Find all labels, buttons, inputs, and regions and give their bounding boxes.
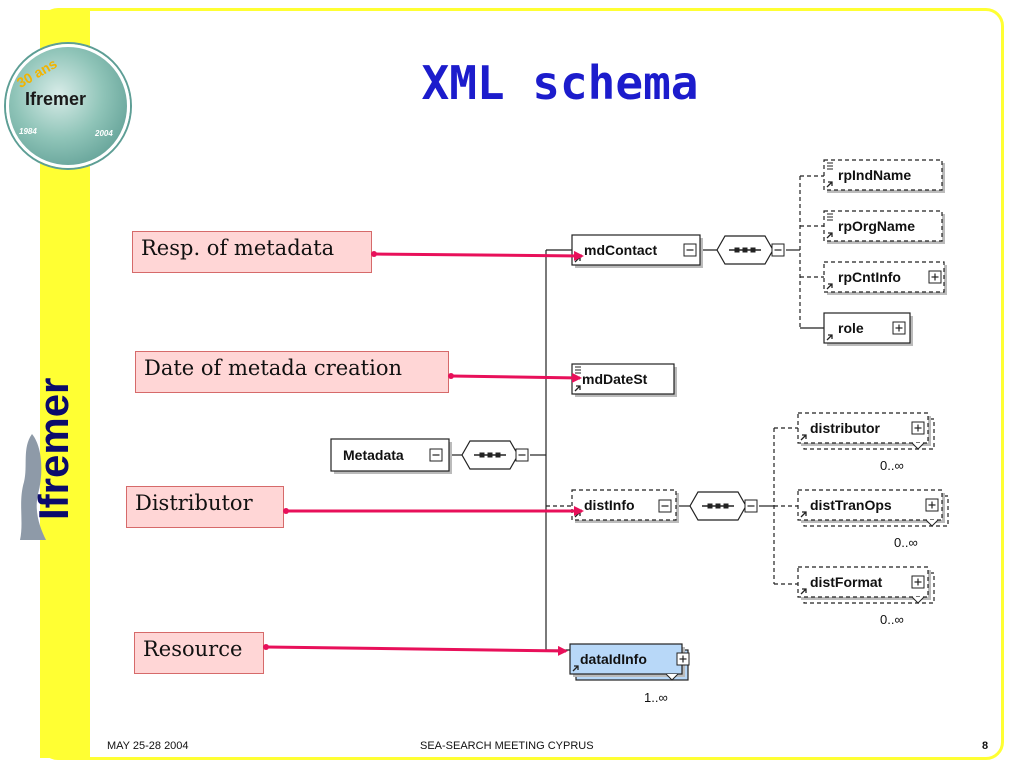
node-rporgname[interactable]: rpOrgName — [823, 210, 945, 244]
label-resource: Resource — [134, 632, 264, 674]
node-rpcntinfo[interactable]: rpCntInfo — [823, 261, 947, 295]
arrow-resource-to-dataidinfo — [265, 645, 568, 656]
metadata-sequence-collapse-icon[interactable] — [515, 448, 529, 462]
node-distributor-cardinality: 0..∞ — [880, 458, 904, 473]
arrow-date-to-mddatest — [450, 372, 582, 383]
node-role-label: role — [838, 320, 864, 336]
node-disttranops-cardinality: 0..∞ — [894, 535, 918, 550]
node-distributor-label: distributor — [810, 420, 881, 436]
metadata-sequence-icon — [461, 440, 519, 470]
node-mdcontact-label: mdContact — [584, 242, 657, 258]
distinfo-sequence-icon — [689, 491, 747, 521]
footer-page-number: 8 — [982, 740, 989, 752]
logo-year-end: 2004 — [95, 129, 113, 138]
node-distinfo-label: distInfo — [584, 497, 635, 513]
label-date-of-creation: Date of metada creation — [135, 351, 449, 393]
node-rpindname-label: rpIndName — [838, 167, 911, 183]
node-dataidinfo[interactable]: dataIdInfo 1..∞ — [569, 643, 689, 705]
node-mdcontact[interactable]: mdContact — [571, 234, 703, 268]
distinfo-sequence-collapse-icon[interactable] — [744, 499, 758, 513]
schema-nodes: Metadata mdContact mdDateSt distInfo dataIdI… — [330, 159, 949, 705]
node-dataidinfo-label: dataIdInfo — [580, 651, 647, 667]
node-metadata[interactable]: Metadata — [330, 438, 452, 474]
mdcontact-sequence-icon — [716, 235, 774, 265]
node-rporgname-label: rpOrgName — [838, 218, 915, 234]
arrow-resp-to-mdcontact — [373, 250, 584, 261]
node-distformat-cardinality: 0..∞ — [880, 612, 904, 627]
brand-figure-icon — [20, 434, 46, 540]
node-role-expand-icon[interactable] — [892, 321, 906, 335]
node-rpcntinfo-expand-icon[interactable] — [928, 270, 942, 284]
node-distformat-label: distFormat — [810, 574, 883, 590]
node-distributor[interactable]: distributor 0..∞ — [797, 412, 935, 473]
slide-title: XML schema — [421, 56, 699, 110]
node-rpcntinfo-label: rpCntInfo — [838, 269, 901, 285]
node-disttranops-label: distTranOps — [810, 497, 892, 513]
footer-event: SEA-SEARCH MEETING CYPRUS — [420, 740, 594, 752]
node-disttranops[interactable]: distTranOps 0..∞ — [797, 489, 949, 550]
node-distinfo-collapse-icon[interactable] — [658, 499, 672, 513]
node-mddatest-label: mdDateSt — [582, 371, 648, 387]
node-metadata-label: Metadata — [343, 447, 404, 463]
node-distformat-expand-icon[interactable] — [911, 575, 925, 589]
node-dataidinfo-cardinality: 1..∞ — [644, 690, 668, 705]
node-distributor-expand-icon[interactable] — [911, 421, 925, 435]
ifremer-30-years-logo: 30 ans Ifremer 1984 2004 — [6, 44, 130, 168]
node-mdcontact-collapse-icon[interactable] — [683, 243, 697, 257]
footer-date: MAY 25-28 2004 — [107, 740, 189, 752]
logo-year-start: 1984 — [19, 127, 37, 136]
node-metadata-collapse-icon[interactable] — [429, 448, 443, 462]
mdcontact-sequence-collapse-icon[interactable] — [771, 243, 785, 257]
node-rpindname[interactable]: rpIndName — [823, 159, 945, 193]
node-disttranops-expand-icon[interactable] — [925, 498, 939, 512]
label-arrows — [263, 250, 584, 656]
label-distributor: Distributor — [126, 486, 284, 528]
node-dataidinfo-expand-icon[interactable] — [676, 652, 690, 666]
node-distinfo[interactable]: distInfo — [571, 489, 679, 523]
node-mddatest[interactable]: mdDateSt — [571, 363, 677, 397]
label-resp-of-metadata: Resp. of metadata — [132, 231, 372, 273]
logo-name: Ifremer — [25, 89, 87, 109]
